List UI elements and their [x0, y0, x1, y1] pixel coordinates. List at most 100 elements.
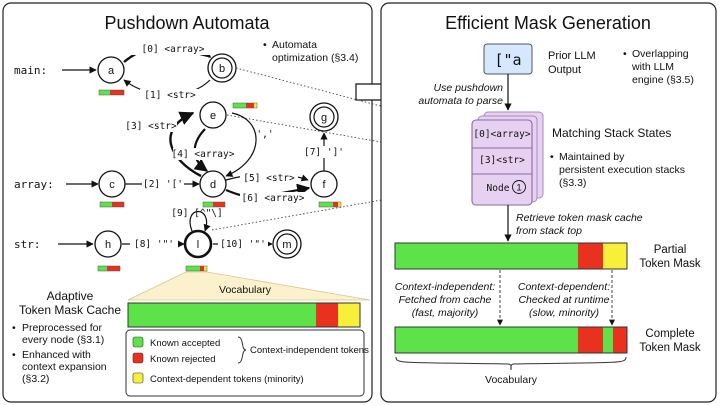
cache-bullet-1: • [12, 322, 16, 334]
edge-label-h-l: [8] '"' [134, 239, 174, 250]
overlap-bullet: • [623, 48, 627, 60]
stack-state-3: Node [487, 183, 510, 194]
edge-label-d-f-bottom: [6] <array> [242, 193, 305, 204]
right-panel-frame [380, 2, 717, 403]
rule-label-str: str: [14, 238, 41, 251]
edge-label-a-b: [0] <array> [142, 44, 205, 55]
node-b [211, 57, 233, 79]
node-e-label: e [210, 110, 216, 122]
rule-label-main: main: [14, 64, 47, 77]
node-m [276, 233, 298, 255]
edge-label-d-f-top: [5] <str> [243, 173, 295, 184]
prior-output-label-1: Prior LLM [548, 50, 596, 62]
edge-label-l-m: [10] '"' [220, 239, 266, 250]
edge-d-e-left [169, 111, 202, 178]
left-panel-frame [2, 2, 373, 403]
mini-mask-e [232, 102, 258, 109]
ctx-independent-2: Fetched from cache [399, 294, 492, 306]
cache-title-line2: Token Mask Cache [19, 303, 121, 317]
complete-label-2: Token Mask [639, 342, 701, 354]
edge-label-bg [130, 43, 215, 55]
node-c [98, 170, 126, 198]
edge-label-c-d: [2] '[' [143, 179, 183, 190]
edge-label-bg [240, 192, 306, 204]
legend-rejected: Known rejected [150, 354, 215, 365]
complete-token-mask [394, 326, 628, 354]
stack-state-2: [3]<str> [479, 155, 525, 166]
overlap-note-1: Overlapping [632, 48, 689, 60]
retrieve-note-1: Retrieve token mask cache [516, 212, 643, 224]
mini-mask-l [185, 265, 208, 272]
node-e [199, 101, 227, 129]
edge-l-self [189, 210, 211, 232]
overlap-note-3: engine (§3.5) [632, 74, 694, 86]
edge-label-e-d-left: [3] <str> [125, 121, 177, 132]
vocabulary-mask-bar [127, 302, 361, 328]
ctx-dependent-2: Checked at runtime [518, 294, 609, 306]
stack-node-circle [512, 180, 526, 194]
cache-bullet-2: • [12, 349, 16, 361]
legend-dependent: Context-dependent tokens (minority) [150, 374, 304, 385]
mini-mask-c [99, 201, 125, 208]
stack-note-1: Maintained by [559, 151, 625, 163]
optimization-bullet: • [263, 39, 267, 51]
node-h [94, 230, 122, 258]
node-m-label: m [282, 239, 291, 251]
cache-bullet-2-line3: (§3.2) [22, 373, 49, 385]
edge-e-d-right [225, 112, 257, 177]
mini-mask-d [202, 201, 226, 208]
partial-token-mask [394, 242, 628, 270]
edge-label-bg [240, 172, 298, 184]
cache-bullet-1-line2: every node (§3.1) [22, 334, 104, 346]
edge-label-bg [142, 178, 184, 190]
vocabulary-label-right: Vocabulary [485, 374, 538, 386]
edge-label-e-d-right: ',' [256, 129, 273, 140]
node-g-label: g [321, 112, 327, 124]
node-f [310, 170, 338, 198]
node-b-label: b [219, 63, 225, 75]
legend-accepted: Known accepted [150, 338, 220, 349]
edge-label-d-e-inner: [4] <array> [172, 149, 235, 160]
stack-bullet: • [550, 151, 554, 163]
stack-title: Matching Stack States [552, 126, 671, 140]
complete-label-1: Complete [645, 328, 694, 340]
legend-swatch-accepted [132, 336, 144, 348]
edge-label-l-self: [9] [^"\] [171, 208, 222, 219]
optimization-note-line2: optimization (§3.4) [272, 52, 358, 64]
node-a-label: a [108, 65, 115, 77]
node-l-label: l [197, 239, 199, 251]
partial-label-1: Partial [654, 244, 687, 256]
node-f-label: f [322, 179, 326, 191]
node-d [199, 170, 227, 198]
edge-label-bg [173, 148, 233, 160]
overlap-note-2: with LLM [631, 61, 674, 73]
stack-layer-front [471, 119, 533, 206]
legend-box [125, 329, 365, 397]
edge-label-bg [218, 238, 268, 250]
stack-note-2: persistent execution stacks [559, 164, 685, 176]
node-l [183, 229, 213, 259]
vocabulary-zoom [127, 271, 371, 301]
edge-label-f-g: [7] ']' [304, 147, 344, 158]
prior-output-token: ["a [494, 51, 521, 69]
left-panel-title: Pushdown Automata [104, 13, 270, 33]
vocabulary-label-left: Vocabulary [219, 284, 272, 296]
retrieve-note-2: from stack top [516, 225, 582, 237]
edge-label-bg [140, 89, 200, 101]
partial-label-2: Token Mask [639, 258, 701, 270]
mini-mask-h [97, 265, 121, 272]
ctx-dependent-1: Context-dependent: [518, 281, 610, 293]
legend-swatch-rejected [132, 352, 144, 364]
parse-note-2: automata to parse [418, 95, 503, 107]
node-d-label: d [210, 179, 216, 191]
cache-bullet-2-line1: Enhanced with [22, 349, 91, 361]
ctx-independent-1: Context-independent: [395, 281, 495, 293]
ctx-dependent-3: (slow, minority) [529, 307, 599, 319]
stack-note-3: (§3.3) [559, 177, 586, 189]
mini-mask-f [318, 201, 342, 208]
vocabulary-brace [395, 356, 627, 371]
cache-title-line1: Adaptive [47, 289, 94, 303]
node-h-label: h [105, 239, 111, 251]
legend-swatch-dependent [132, 372, 144, 384]
